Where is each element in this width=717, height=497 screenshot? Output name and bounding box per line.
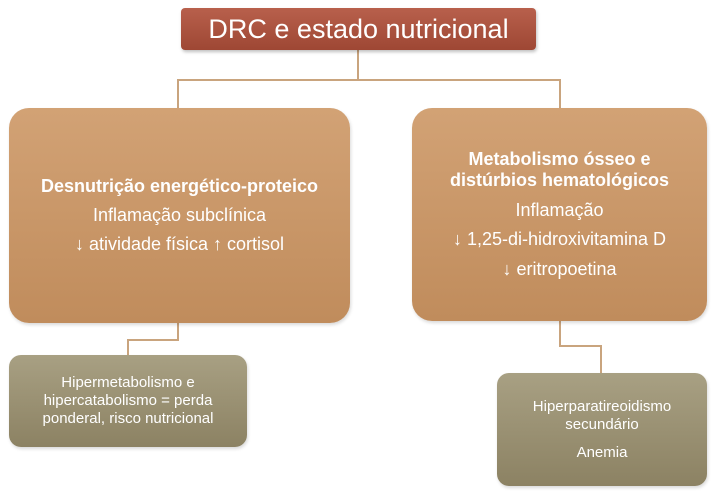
right-outcome-line: Anemia bbox=[576, 443, 628, 461]
left-outcome-box: Hipermetabolismo e hipercatabolismo = pe… bbox=[9, 355, 247, 447]
right-main-heading: distúrbios hematológicos bbox=[449, 169, 670, 190]
left-outcome-line: ponderal, risco nutricional bbox=[42, 410, 214, 427]
connector-right-to-outcome bbox=[559, 321, 602, 373]
left-main-line: Inflamação subclínica bbox=[92, 205, 267, 226]
left-main-line: ↓ atividade física ↑ cortisol bbox=[74, 233, 285, 254]
connector-title-to-left bbox=[177, 50, 359, 108]
connector-left-to-outcome bbox=[127, 323, 179, 355]
diagram-title-box: DRC e estado nutricional bbox=[181, 8, 536, 50]
right-main-line: ↓ 1,25-di-hidroxivitamina D bbox=[452, 229, 667, 250]
connector-title-to-right bbox=[358, 79, 561, 108]
right-main-line: Inflamação bbox=[515, 199, 604, 220]
left-outcome-line: Hipermetabolismo e bbox=[61, 374, 195, 391]
diagram-title: DRC e estado nutricional bbox=[208, 13, 509, 44]
left-main-heading: Desnutrição energético-proteico bbox=[40, 176, 319, 197]
right-outcome-line: secundário bbox=[565, 415, 639, 433]
right-outcome-line: Hiperparatireoidismo bbox=[532, 397, 672, 415]
right-main-box: Metabolismo ósseo e distúrbios hematológ… bbox=[412, 108, 707, 321]
right-main-line: ↓ eritropoetina bbox=[502, 259, 617, 280]
right-outcome-box: Hiperparatireoidismo secundário Anemia bbox=[497, 373, 707, 486]
right-main-heading: Metabolismo ósseo e bbox=[468, 149, 651, 170]
left-main-box: Desnutrição energético-proteico Inflamaç… bbox=[9, 108, 350, 323]
left-outcome-line: hipercatabolismo = perda bbox=[43, 392, 213, 409]
